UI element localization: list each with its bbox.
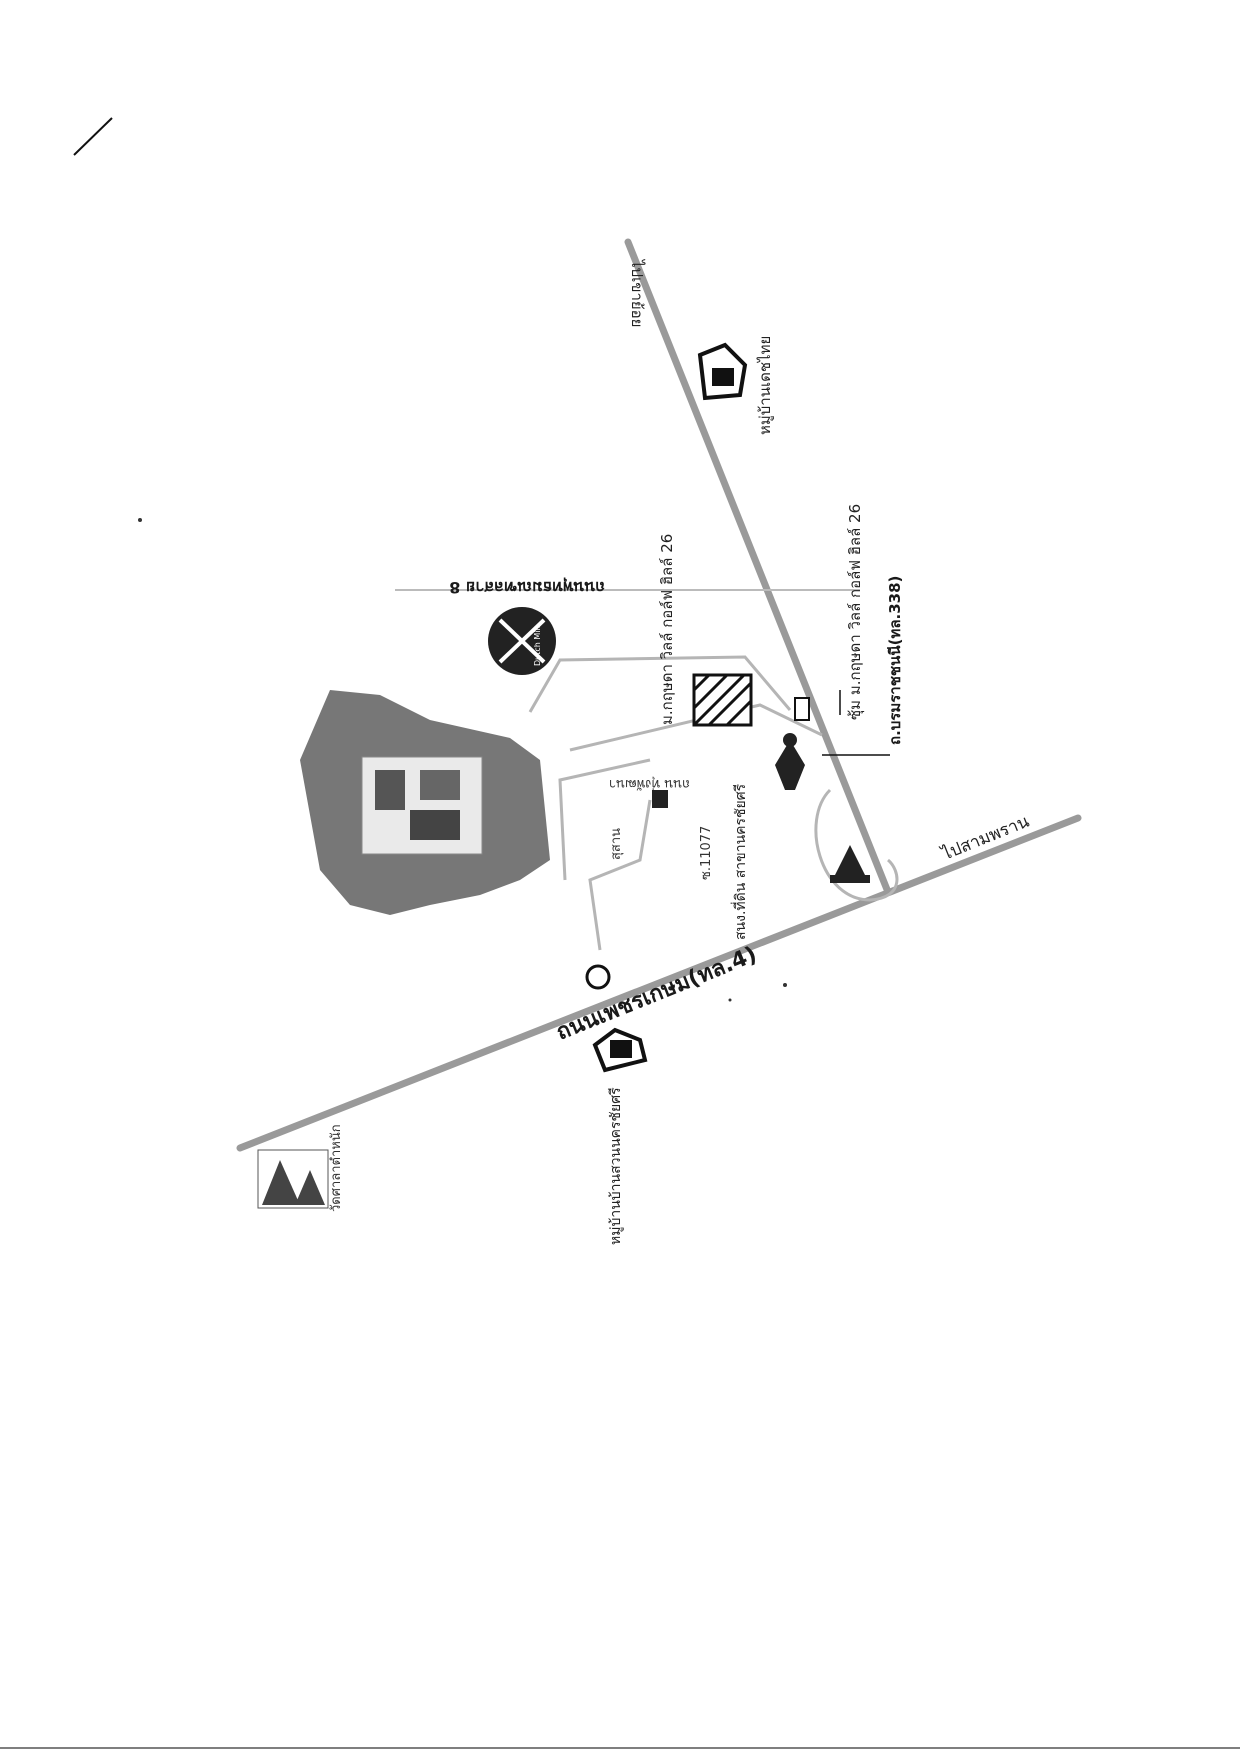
buddhamonthon-8-label: ถนนพุทธมณฑลสาย 8 <box>449 577 605 597</box>
village-label-top: หมู่บ้านเดชไทย <box>756 336 774 435</box>
highway-label: ถนนเพชรเกษม(ทล.4) <box>553 942 761 1045</box>
dutch-mill-logo-text: Dutch Mill <box>533 626 542 666</box>
road-to-khao-yoi-label: ไปเขาย้อย <box>628 259 646 327</box>
building-icon <box>652 790 668 808</box>
gate-icon <box>794 697 810 721</box>
soi-label: ซ.11077 <box>699 826 714 880</box>
house-icon-bottom <box>592 1027 648 1073</box>
land-office-label: สนง.ที่ดิน สาขานครชัยศรี <box>731 783 749 940</box>
temple-icon <box>835 845 865 875</box>
local-road-1 <box>569 703 823 752</box>
golf-label-1: ม.กฤษดา วิลล์ กอล์ฟ ฮิลล์ 26 <box>658 534 676 725</box>
destination-hatch-icon <box>692 673 753 727</box>
road-barommaratchachonnani <box>624 238 892 896</box>
local-road-4 <box>528 655 792 713</box>
temple-picture-icon <box>257 1149 329 1209</box>
garuda-emblem-icon <box>775 733 805 790</box>
temple-label: วัดศาลาตำหนัก <box>329 1124 344 1212</box>
wheel-icon <box>585 964 611 990</box>
golf-label-2: ซุ้ม ม.กฤษดา วิลล์ กอล์ฟ ฮิลล์ 26 <box>846 504 865 720</box>
barommaratchachonnani-label: ถ.บรมราชชนนี(ทล.338) <box>886 576 904 745</box>
pen-mark <box>73 117 113 156</box>
house-icon-top <box>697 342 748 401</box>
local-road-3 <box>588 799 652 951</box>
local-road-2 <box>558 758 651 881</box>
road-lower-label: ถนน ทุ่งพัฒนา <box>609 776 690 791</box>
highway-phetkasem <box>236 814 1082 1152</box>
cemetery-label: สุสาน <box>609 828 624 860</box>
village-label-bottom: หมู่บ้านบ้านสวนนครชัยศรี <box>608 1087 624 1245</box>
road-loop <box>814 788 899 902</box>
